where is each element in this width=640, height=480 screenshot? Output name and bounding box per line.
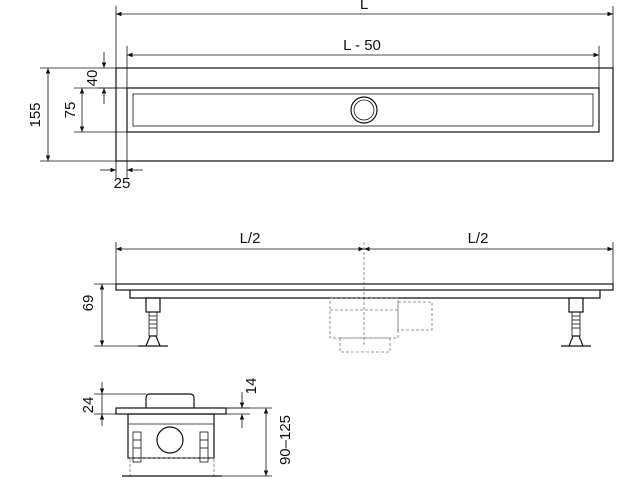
outlet-inner-circle [353,99,375,121]
label-90-125: 90–125 [277,415,294,465]
section-top-plate [115,407,227,415]
right-foot-bracket [568,297,584,313]
drain-channel [126,87,600,133]
label-155: 155 [27,102,44,127]
label-40: 40 [84,70,101,87]
label-25: 25 [114,175,131,192]
section-grate [145,393,195,408]
side-view: L/2 L/2 69 [80,230,614,353]
label-half-left: L/2 [240,230,261,247]
top-view: L L - 50 40 155 75 25 [27,0,614,192]
right-foot-base [561,335,591,347]
drain-grate [132,93,594,127]
label-L: L [360,0,368,13]
label-half-right: L/2 [468,230,489,247]
label-24: 24 [80,397,97,414]
left-foot-bracket [145,297,161,313]
drain-channel-body [129,290,601,299]
label-75: 75 [62,102,79,119]
outlet-circle [350,96,378,124]
drain-top-plate [115,283,614,291]
left-foot-base [138,335,168,347]
drain-frame-outline [115,67,614,162]
label-L-minus-50: L - 50 [343,37,381,54]
front-section-view: 24 14 90–125 [80,378,294,477]
section-outlet [156,426,184,454]
label-69: 69 [80,295,97,312]
label-14: 14 [243,378,260,395]
siphon-outline [329,297,433,353]
